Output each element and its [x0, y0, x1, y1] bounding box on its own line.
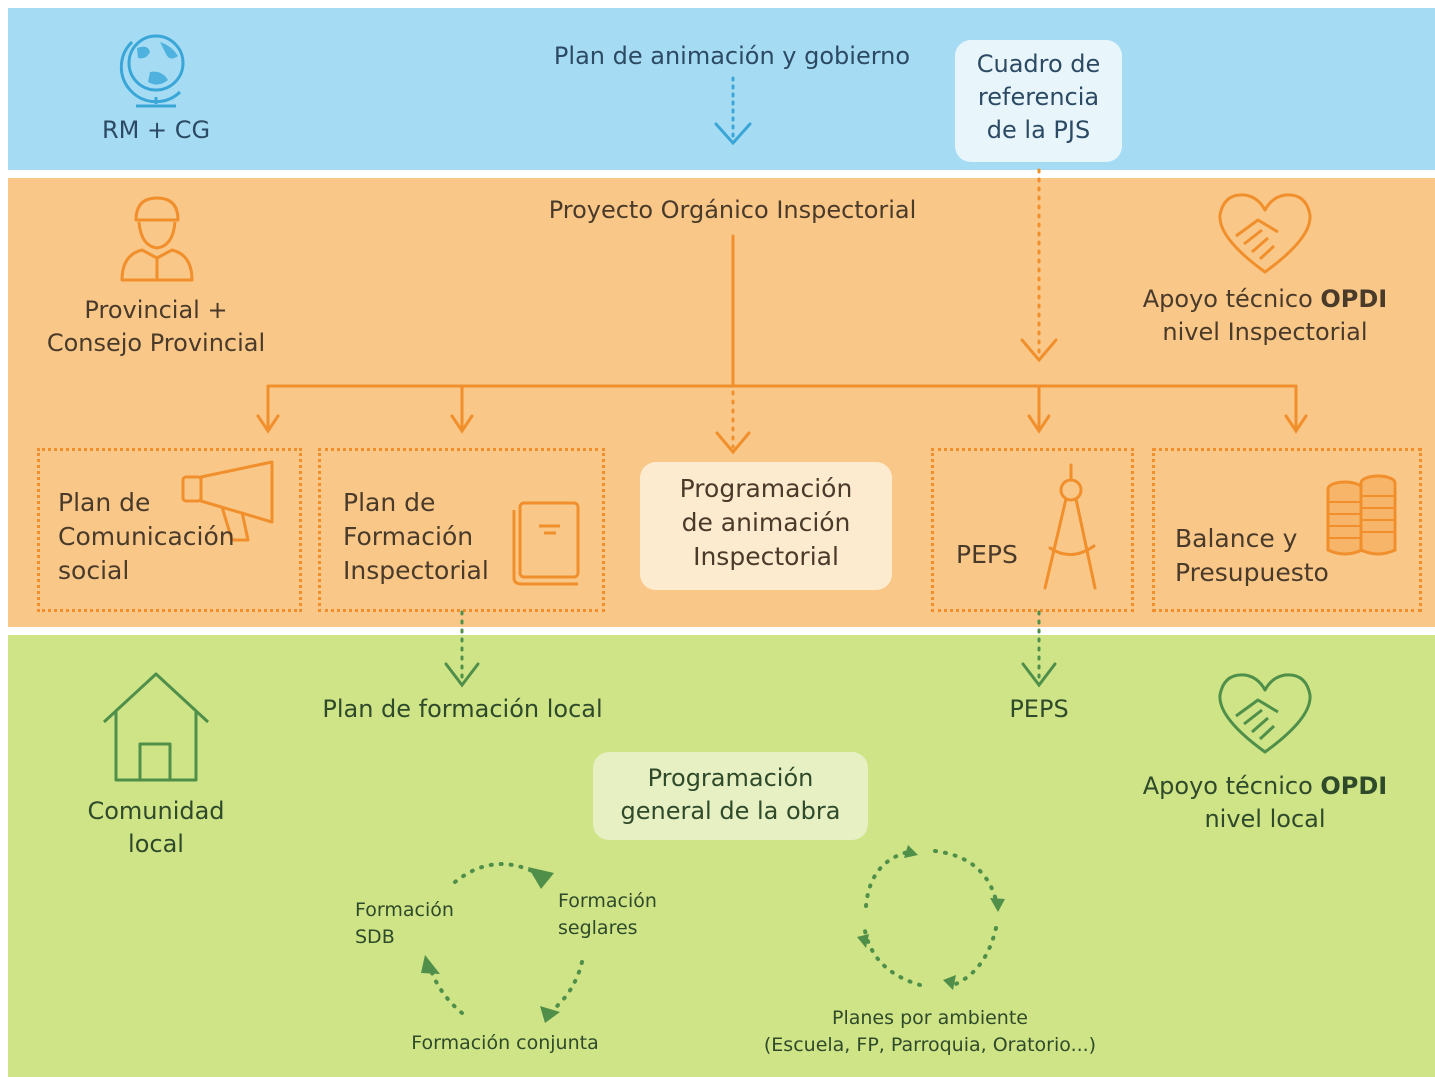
- comunicacion-box: [37, 448, 302, 612]
- programacion-inspectorial-label: Programación de animación Inspectorial: [679, 474, 853, 571]
- provincial-line-1: Provincial +: [84, 296, 228, 324]
- apoyo-inspectorial-label: Apoyo técnico OPDI nivel Inspectorial: [1120, 283, 1410, 349]
- apoyo-inspectorial-line-2: nivel Inspectorial: [1162, 318, 1368, 346]
- peps-local-label: PEPS: [1009, 695, 1069, 723]
- comunicacion-label: Plan de Comunicación social: [58, 488, 235, 585]
- band-local-level: [8, 635, 1435, 1077]
- cuadro-referencia-text: Cuadro de referencia de la PJS: [955, 48, 1122, 147]
- cuadro-line-3: de la PJS: [986, 116, 1091, 144]
- formacion-conjunta-label: Formación conjunta: [411, 1032, 599, 1054]
- proyecto-organico-label: Proyecto Orgánico Inspectorial: [548, 196, 917, 224]
- balance-box: [1152, 448, 1422, 612]
- programacion-general-pill: [593, 752, 868, 840]
- formacion-inspectorial-label: Plan de Formación Inspectorial: [343, 488, 489, 585]
- programacion-general-label: Programación general de la obra: [620, 764, 841, 825]
- cuadro-line-2: referencia: [977, 83, 1100, 111]
- formacion-local-label: Plan de formación local: [322, 695, 603, 723]
- planes-ambiente-label: Planes por ambiente (Escuela, FP, Parroq…: [763, 1007, 1097, 1056]
- peps-inspectorial-label: PEPS: [956, 540, 1018, 569]
- plan-animacion-label: Plan de animación y gobierno: [553, 42, 911, 70]
- rm-cg-label: RM + CG: [101, 116, 211, 144]
- formacion-sdb-label: Formación SDB: [355, 899, 454, 948]
- comunidad-local-label: Comunidad local: [87, 797, 225, 858]
- programacion-inspectorial-pill: [640, 462, 892, 590]
- apoyo-local-label: Apoyo técnico OPDI nivel local: [1142, 772, 1388, 833]
- provincial-line-2: Consejo Provincial: [46, 329, 266, 357]
- formacion-seglares-label: Formación seglares: [558, 890, 657, 939]
- peps-box: [931, 448, 1134, 612]
- provincial-label: Provincial + Consejo Provincial: [20, 294, 292, 360]
- cuadro-line-1: Cuadro de: [976, 50, 1101, 78]
- apoyo-inspectorial-line-1: Apoyo técnico OPDI: [1142, 285, 1388, 313]
- balance-label: Balance y Presupuesto: [1175, 524, 1329, 587]
- cuadro-referencia-pill: [955, 40, 1122, 162]
